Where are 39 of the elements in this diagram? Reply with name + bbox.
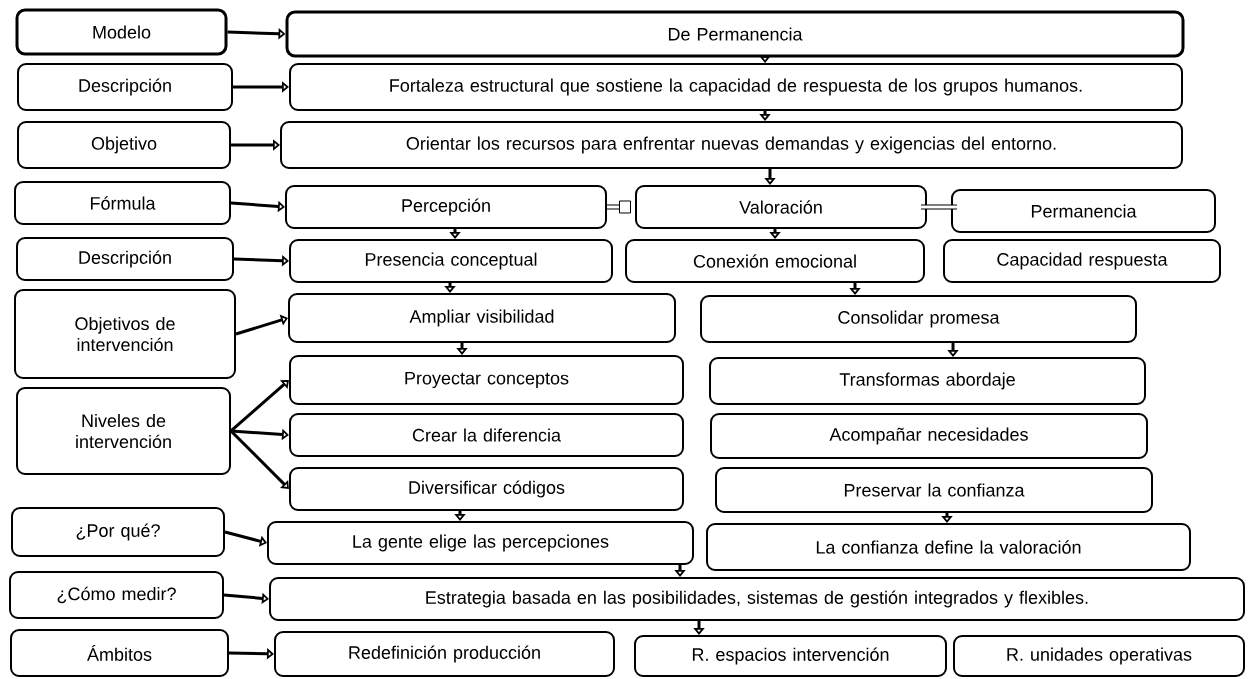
arrow bbox=[224, 530, 267, 547]
text-box: R. espacios intervención bbox=[634, 635, 947, 677]
connector bbox=[607, 200, 631, 214]
text-box: Objetivos de intervención bbox=[14, 289, 236, 379]
text-box: Ampliar visibilidad bbox=[288, 293, 676, 343]
text-box: Permanencia bbox=[951, 189, 1216, 233]
text-box: Proyectar conceptos bbox=[289, 355, 684, 405]
text-box: Valoración bbox=[635, 185, 927, 229]
text-box: Orientar los recursos para enfrentar nuevas demandas y exigencias del entorno. bbox=[280, 121, 1183, 169]
text-box: Descripción bbox=[17, 63, 233, 111]
text-box: Fórmula bbox=[14, 181, 231, 225]
text-box: Percepción bbox=[285, 185, 607, 229]
text-box: La confianza define la valoración bbox=[706, 523, 1191, 571]
text-box: Consolidar promesa bbox=[700, 295, 1137, 343]
text-box: Estrategia basada en las posibilidades, sistemas de gestión integrados y flexibles. bbox=[269, 577, 1245, 621]
arrow bbox=[230, 380, 289, 433]
text-box: ¿Cómo medir? bbox=[9, 571, 224, 619]
text-box: Preservar la confianza bbox=[715, 467, 1153, 513]
text-box: Redefinición producción bbox=[274, 631, 615, 677]
text-box: Descripción bbox=[16, 237, 234, 281]
text-box: Modelo bbox=[15, 8, 228, 56]
text-box: Fortaleza estructural que sostiene la capacidad de respuesta de los grupos humanos. bbox=[289, 63, 1183, 111]
text-box: La gente elige las percepciones bbox=[267, 521, 694, 565]
connector bbox=[921, 204, 957, 210]
text-box: Diversificar códigos bbox=[289, 467, 684, 511]
text-box: Presencia conceptual bbox=[289, 239, 613, 283]
text-box: Objetivo bbox=[17, 121, 231, 169]
text-box: Conexión emocional bbox=[625, 239, 925, 283]
text-box: R. unidades operativas bbox=[953, 635, 1245, 677]
text-box: Acompañar necesidades bbox=[710, 413, 1148, 459]
text-box: De Permanencia bbox=[285, 10, 1185, 58]
arrow bbox=[229, 429, 289, 489]
text-box: Niveles de intervención bbox=[16, 387, 231, 475]
text-box: Crear la diferencia bbox=[289, 413, 684, 457]
text-box: Transformas abordaje bbox=[709, 357, 1146, 405]
text-box: Ámbitos bbox=[10, 629, 229, 677]
text-box: Capacidad respuesta bbox=[943, 239, 1221, 283]
text-box: ¿Por qué? bbox=[11, 507, 225, 557]
arrow bbox=[235, 314, 288, 336]
